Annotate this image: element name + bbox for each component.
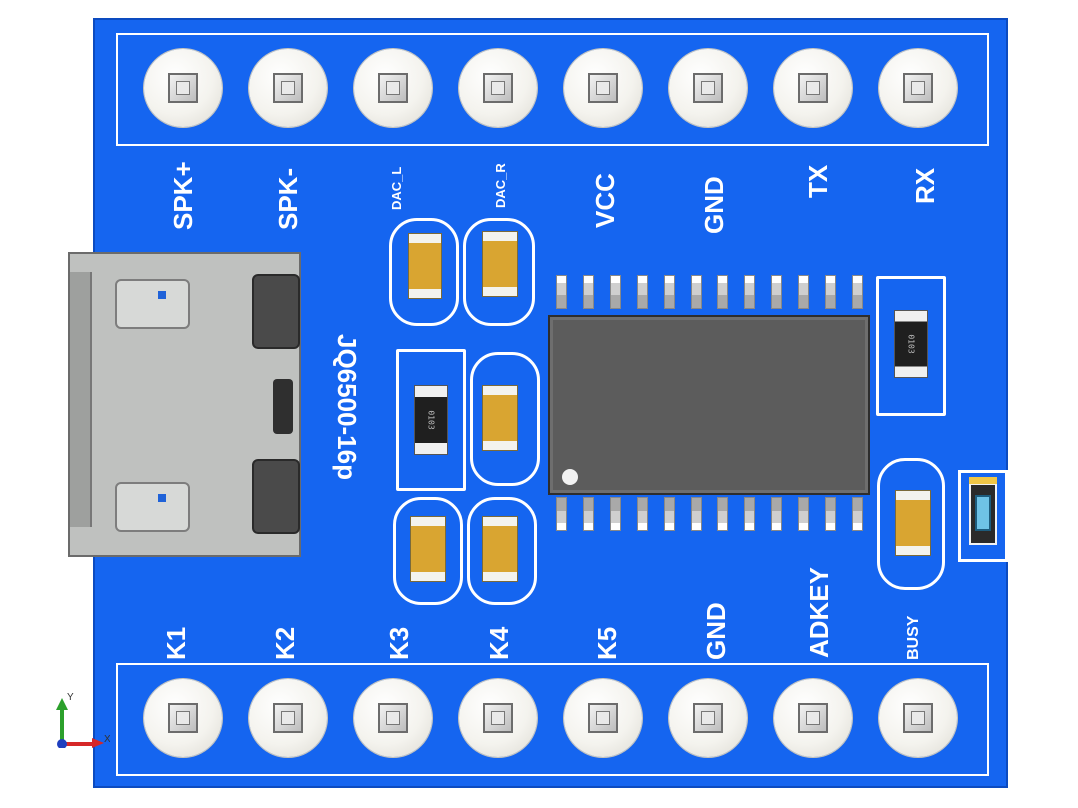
pin-spk-plus (144, 49, 222, 127)
label-dac-l: DAC_L (389, 166, 404, 210)
pin-spk-minus (249, 49, 327, 127)
ic-leg (771, 497, 783, 531)
ic-leg (690, 497, 702, 531)
pin-busy (879, 679, 957, 757)
label-k2: K2 (270, 626, 300, 660)
pin-k3 (354, 679, 432, 757)
pin-vcc (564, 49, 642, 127)
cap-outline-3 (470, 352, 540, 486)
ic-leg (851, 275, 863, 309)
ic-leg (717, 497, 729, 531)
label-spk-plus: SPK+ (168, 161, 198, 230)
ic-leg (851, 497, 863, 531)
cap-outline-1 (389, 218, 459, 326)
ic-leg (663, 497, 675, 531)
top-header (116, 33, 989, 146)
ic-leg (556, 497, 567, 531)
ic-leg (825, 275, 836, 309)
bottom-header (116, 663, 989, 776)
label-k3: K3 (384, 626, 414, 660)
capacitor (482, 516, 518, 582)
pin1-marker (562, 469, 578, 485)
label-busy: BUSY (905, 615, 922, 660)
resistor: 0103 (414, 385, 448, 455)
label-gnd-top: GND (699, 176, 729, 234)
res-outline-right (876, 276, 946, 416)
pin-tx (774, 49, 852, 127)
ic-leg (744, 497, 756, 531)
cap-outline-5 (467, 497, 537, 605)
ic-leg (690, 275, 702, 309)
resistor: 0103 (894, 310, 928, 378)
pin-dac-l (354, 49, 432, 127)
cap-outline-2 (463, 218, 535, 326)
ic-leg (582, 497, 594, 531)
cap-outline-right (877, 458, 945, 590)
ic-leg (771, 275, 783, 309)
label-vcc: VCC (590, 173, 620, 228)
pin-rx (879, 49, 957, 127)
ic-leg (825, 497, 836, 531)
ic-leg (717, 275, 729, 309)
capacitor (410, 516, 446, 582)
axis-y-label: Y (67, 692, 74, 703)
axis-x-label: X (104, 734, 110, 745)
ic-leg (744, 275, 756, 309)
capacitor (408, 233, 442, 299)
label-k5: K5 (592, 626, 622, 660)
axis-triad-icon: Y X (56, 692, 110, 748)
ic-leg (582, 275, 594, 309)
capacitor (482, 385, 518, 451)
ic-leg (556, 275, 567, 309)
pin-gnd-top (669, 49, 747, 127)
ic-leg (798, 275, 810, 309)
pin-dac-r (459, 49, 537, 127)
pin-k5 (564, 679, 642, 757)
label-dac-r: DAC_R (493, 163, 508, 208)
ic-chip-icon (548, 315, 870, 495)
pin-adkey (774, 679, 852, 757)
led-icon (958, 470, 1008, 562)
label-rx: RX (910, 167, 940, 204)
label-gnd-bottom: GND (701, 602, 731, 660)
ic-leg (798, 497, 810, 531)
ic-leg (636, 275, 648, 309)
label-spk-minus: SPK- (273, 167, 303, 230)
capacitor (895, 490, 931, 556)
label-tx: TX (803, 164, 833, 198)
pin-k1 (144, 679, 222, 757)
ic-leg (636, 497, 648, 531)
ic-leg (609, 275, 621, 309)
pin-gnd-bottom (669, 679, 747, 757)
label-adkey: ADKEY (804, 566, 834, 658)
capacitor (482, 231, 518, 297)
res-outline (396, 349, 466, 491)
label-k4: K4 (484, 626, 514, 660)
chip-label: JQ6500-16p (332, 334, 362, 480)
pin-k4 (459, 679, 537, 757)
label-k1: K1 (161, 626, 191, 660)
usb-connector-icon (68, 252, 301, 557)
ic-leg (609, 497, 621, 531)
cap-outline-4 (393, 497, 463, 605)
pin-k2 (249, 679, 327, 757)
ic-leg (663, 275, 675, 309)
